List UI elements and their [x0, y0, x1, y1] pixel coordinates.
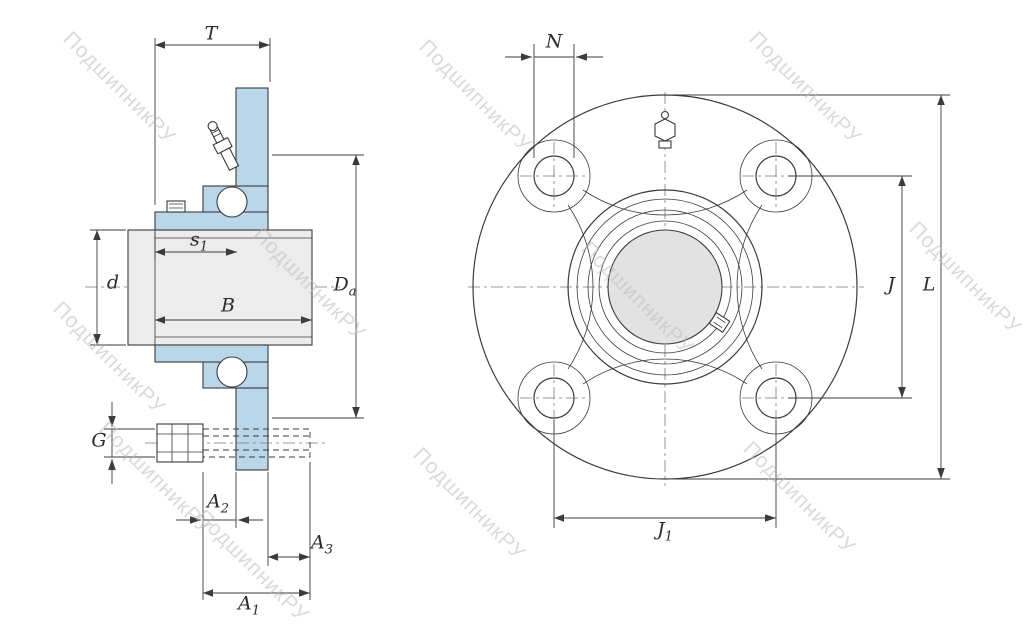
watermark-text: ПодшипникРУ [58, 27, 180, 149]
set-screw [166, 200, 186, 213]
watermark-text: ПодшипникРУ [738, 437, 860, 559]
dimension-A2 [176, 472, 263, 600]
dim-label-d: d [106, 271, 120, 294]
dim-label-A1: A1 [237, 592, 261, 619]
dim-label-J1: J1 [657, 518, 673, 545]
dimension-L [672, 94, 950, 480]
ball-top [216, 186, 248, 218]
dim-label-G: G [91, 429, 107, 452]
front-view [468, 92, 864, 486]
dimension-G [104, 402, 155, 484]
shaft-bore [607, 229, 723, 345]
dim-label-L: L [922, 273, 936, 296]
watermark-text: ПодшипникРУ [744, 27, 866, 149]
dim-label-s1: s1 [189, 228, 209, 255]
bolt-hole [517, 139, 591, 213]
dim-label-N: N [545, 30, 563, 53]
dimension-J [788, 175, 912, 399]
set-screw-front [708, 311, 731, 333]
watermark-text: ПодшипникРУ [408, 443, 530, 565]
dimension-d [90, 229, 126, 346]
grease-fitting-front-icon [654, 110, 676, 149]
dimension-T [154, 38, 271, 205]
dimension-s1 [154, 232, 237, 260]
grease-fitting-icon [207, 121, 240, 172]
dim-label-J: J [887, 273, 895, 296]
dimension-A3 [267, 462, 311, 600]
dimension-J1 [553, 420, 777, 528]
dimension-N [505, 44, 603, 158]
watermark-text: ПодшипникРУ [414, 35, 536, 157]
dim-label-B: B [221, 294, 235, 317]
ball-bottom [216, 356, 248, 388]
mounting-stud [145, 423, 325, 463]
dim-label-Da: Da [333, 273, 357, 300]
dim-label-T: T [204, 22, 218, 45]
dimension-Da [272, 154, 364, 419]
section-view [85, 87, 340, 471]
dim-label-A3: A3 [310, 531, 334, 558]
dim-label-A2: A2 [206, 490, 230, 517]
